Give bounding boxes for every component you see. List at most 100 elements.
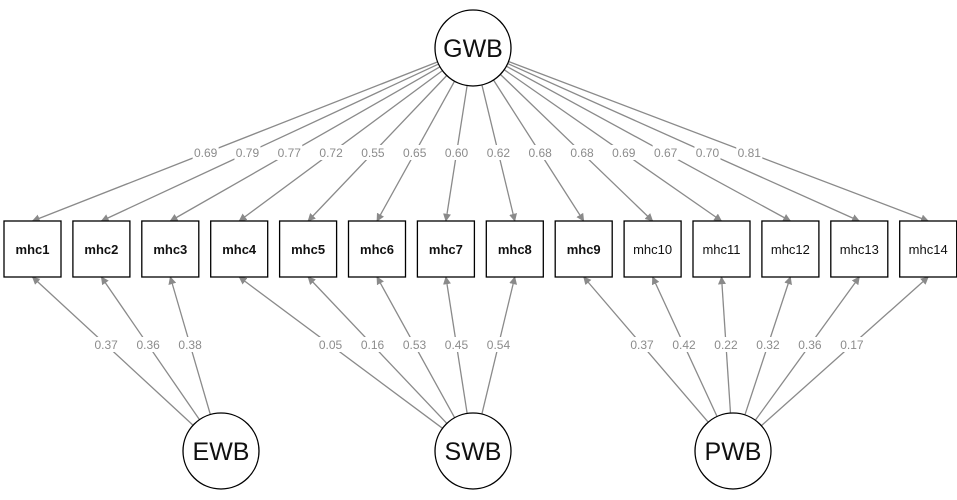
edge-gwb-mhc3 bbox=[169, 66, 441, 222]
observed-box bbox=[761, 220, 820, 278]
loading-pwb-mhc10: 0.42 bbox=[671, 337, 698, 352]
observed-box bbox=[416, 220, 476, 278]
observed-label: mhc1 bbox=[16, 242, 50, 257]
loading-gwb-mhc2: 0.79 bbox=[234, 145, 261, 160]
latent-node-pwb: PWB bbox=[694, 412, 772, 490]
loading-gwb-mhc8: 0.62 bbox=[485, 145, 512, 160]
edge-gwb-mhc14 bbox=[508, 60, 929, 223]
loading-value: 0.69 bbox=[194, 146, 218, 160]
observed-box bbox=[347, 220, 407, 278]
loading-value: 0.70 bbox=[696, 146, 720, 160]
loading-labels-layer: 0.69 0.79 0.77 0.72 0.55 0.65 0.60 0.62 0.68 0.68… bbox=[93, 145, 865, 352]
latent-node-gwb: GWB bbox=[434, 9, 512, 87]
loading-pwb-mhc9: 0.37 bbox=[629, 337, 656, 352]
observed-box bbox=[210, 220, 269, 278]
loading-pwb-mhc12: 0.32 bbox=[754, 337, 781, 352]
loading-value: 0.37 bbox=[94, 338, 118, 352]
observed-label: mhc13 bbox=[840, 242, 879, 257]
observed-box bbox=[141, 220, 200, 278]
loading-value: 0.42 bbox=[672, 338, 696, 352]
edge-gwb-mhc12 bbox=[506, 65, 792, 222]
loading-value: 0.68 bbox=[570, 146, 594, 160]
loading-ewb-mhc1: 0.37 bbox=[93, 337, 120, 352]
loading-pwb-mhc14: 0.17 bbox=[838, 337, 865, 352]
observed-node-mhc4: mhc4 bbox=[210, 220, 269, 278]
observed-box bbox=[72, 220, 131, 278]
latent-circle bbox=[434, 412, 512, 490]
observed-label: mhc10 bbox=[633, 242, 672, 257]
observed-label: mhc5 bbox=[291, 242, 325, 257]
observed-node-mhc10: mhc10 bbox=[623, 220, 682, 278]
observed-node-mhc1: mhc1 bbox=[3, 220, 62, 278]
edge-swb-mhc4 bbox=[238, 276, 443, 429]
observed-node-mhc5: mhc5 bbox=[278, 220, 338, 278]
loading-ewb-mhc3: 0.38 bbox=[177, 337, 204, 352]
edge-gwb-mhc1 bbox=[31, 61, 438, 223]
observed-box bbox=[692, 220, 751, 278]
latent-label: EWB bbox=[193, 438, 250, 466]
loading-value: 0.38 bbox=[178, 338, 202, 352]
loading-swb-mhc8: 0.54 bbox=[485, 337, 512, 352]
observed-label: mhc7 bbox=[429, 242, 463, 257]
observed-node-mhc7: mhc7 bbox=[416, 220, 476, 278]
observed-label: mhc14 bbox=[909, 242, 948, 257]
loading-swb-mhc4: 0.05 bbox=[317, 337, 344, 352]
latent-label: PWB bbox=[705, 438, 762, 466]
loading-gwb-mhc5: 0.55 bbox=[359, 145, 386, 160]
observed-node-mhc8: mhc8 bbox=[485, 220, 544, 278]
latent-circle bbox=[182, 412, 260, 490]
loading-pwb-mhc11: 0.22 bbox=[712, 337, 739, 352]
loading-gwb-mhc11: 0.69 bbox=[610, 145, 637, 160]
observed-node-mhc11: mhc11 bbox=[692, 220, 751, 278]
latent-label: SWB bbox=[445, 438, 502, 466]
loading-swb-mhc6: 0.53 bbox=[401, 337, 428, 352]
loading-value: 0.55 bbox=[361, 146, 385, 160]
observed-node-mhc14: mhc14 bbox=[899, 220, 957, 278]
observed-box bbox=[3, 220, 62, 278]
loading-value: 0.81 bbox=[738, 146, 762, 160]
observed-label: mhc11 bbox=[702, 242, 740, 257]
observed-label: mhc3 bbox=[153, 242, 187, 257]
latent-node-ewb: EWB bbox=[182, 412, 260, 490]
loading-value: 0.32 bbox=[756, 338, 780, 352]
loading-gwb-mhc6: 0.65 bbox=[401, 145, 428, 160]
observed-node-mhc2: mhc2 bbox=[72, 220, 131, 278]
loading-value: 0.37 bbox=[630, 338, 654, 352]
loading-value: 0.65 bbox=[403, 146, 427, 160]
observed-label: mhc6 bbox=[360, 242, 394, 257]
observed-box bbox=[278, 220, 338, 278]
observed-label: mhc8 bbox=[498, 242, 532, 257]
loading-swb-mhc5: 0.16 bbox=[359, 337, 386, 352]
observed-label: mhc2 bbox=[84, 242, 118, 257]
loading-swb-mhc7: 0.45 bbox=[443, 337, 470, 352]
loading-gwb-mhc4: 0.72 bbox=[318, 145, 345, 160]
loading-value: 0.77 bbox=[278, 146, 302, 160]
loading-value: 0.36 bbox=[136, 338, 160, 352]
observed-box bbox=[623, 220, 682, 278]
latent-node-swb: SWB bbox=[434, 412, 512, 490]
edge-gwb-mhc2 bbox=[100, 63, 439, 222]
loading-value: 0.69 bbox=[612, 146, 636, 160]
loading-value: 0.05 bbox=[319, 338, 343, 352]
loading-value: 0.53 bbox=[403, 338, 427, 352]
loading-pwb-mhc13: 0.36 bbox=[796, 337, 823, 352]
loading-gwb-mhc13: 0.70 bbox=[694, 145, 721, 160]
loading-gwb-mhc9: 0.68 bbox=[527, 145, 554, 160]
loading-value: 0.60 bbox=[445, 146, 469, 160]
observed-label: mhc12 bbox=[771, 242, 810, 257]
loading-gwb-mhc10: 0.68 bbox=[569, 145, 596, 160]
observed-box bbox=[554, 220, 613, 278]
observed-node-mhc3: mhc3 bbox=[141, 220, 200, 278]
loading-value: 0.54 bbox=[487, 338, 511, 352]
observed-box bbox=[485, 220, 544, 278]
latent-circle bbox=[694, 412, 772, 490]
loading-gwb-mhc14: 0.81 bbox=[736, 145, 763, 160]
observed-node-mhc6: mhc6 bbox=[347, 220, 407, 278]
loading-value: 0.22 bbox=[714, 338, 738, 352]
observed-label: mhc4 bbox=[222, 242, 257, 257]
loading-ewb-mhc2: 0.36 bbox=[135, 337, 162, 352]
loading-value: 0.67 bbox=[654, 146, 678, 160]
